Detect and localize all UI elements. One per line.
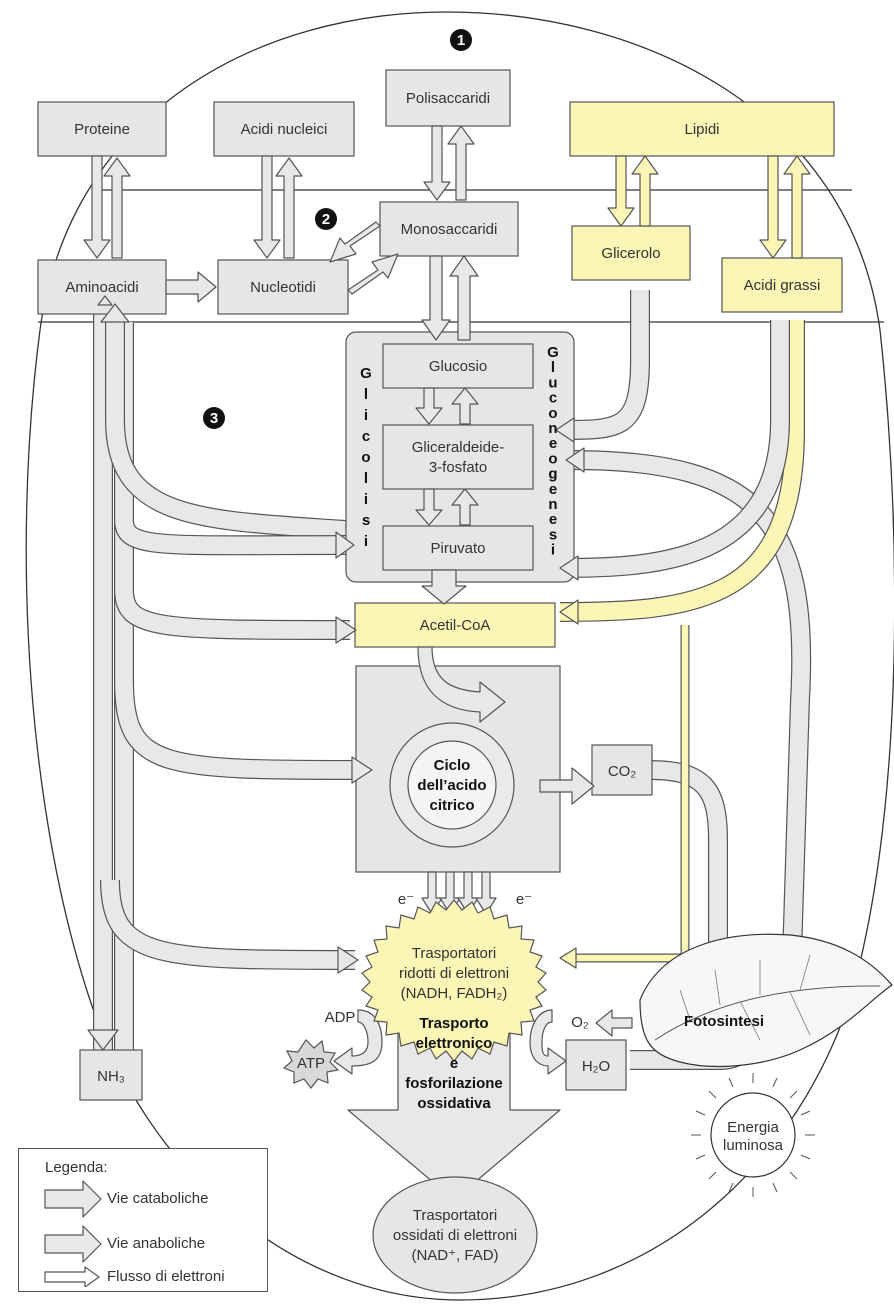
trasporto-line-5: ossidativa [417,1095,491,1112]
box-acidi-grassi [721,257,843,313]
box-glucosio [382,343,534,389]
box-polisaccaridi [385,69,511,127]
trasportatori-ossidati-ellipse [372,1176,538,1294]
glicolisi-letter: o [361,449,370,466]
legend-electrons: Flusso di elettroni [107,1268,225,1285]
ciclo-line-2: dell’acido [417,777,486,794]
gluconeogenesi-letter: o [548,405,557,422]
ciclo-line-1: Ciclo [434,757,471,774]
legend-catabolic: Vie cataboliche [107,1190,209,1207]
trasporto-line-4: fosforilazione [405,1075,503,1092]
box-acidi-nucleici [213,101,355,157]
label-gliceraldeide-1: Gliceraldeide- [412,439,505,456]
legend-arrows [44,1180,102,1287]
legend-anabolic: Vie anaboliche [107,1235,206,1252]
label-h2o: H₂O [582,1058,610,1075]
box-lipidi [569,101,835,157]
glicolisi-letter: s [362,512,370,529]
marker-2: 2 [322,211,330,228]
label-lipidi: Lipidi [684,121,719,138]
label-adp: ADP [325,1009,356,1026]
gluconeogenesi-letter: c [549,390,557,407]
label-acetil-coa: Acetil-CoA [420,617,491,634]
label-nh3: NH₃ [97,1068,125,1085]
gluconeogenesi-letter: l [551,359,555,376]
gluconeogenesi-letter: n [548,496,557,513]
gluconeogenesi-letter: n [548,420,557,437]
legend-anabolic-arrow [44,1225,102,1263]
box-glicerolo [571,225,691,281]
label-o2: O₂ [571,1014,589,1031]
ridotti-line-3: (NADH, FADH₂) [401,985,508,1002]
ridotti-line-1: Trasportatori [412,945,496,962]
glicolisi-letter: l [364,470,368,487]
electron-left: e⁻ [398,891,414,908]
box-piruvato [382,525,534,571]
gluconeogenesi-letter: e [549,511,557,528]
gluconeogenesi-letter: G [547,344,559,361]
gluconeogenesi-letter: e [549,435,557,452]
label-aminoacidi: Aminoacidi [65,279,138,296]
glicolisi-letter: l [364,386,368,403]
label-nucleotidi: Nucleotidi [250,279,316,296]
energia-line-2: luminosa [723,1137,784,1154]
gluconeogenesi-letter: o [548,450,557,467]
sun [691,1073,815,1197]
ossidati-line-3: (NAD⁺, FAD) [411,1247,498,1264]
label-piruvato: Piruvato [430,540,485,557]
ciclo-line-3: citrico [429,797,474,814]
label-atp: ATP [297,1055,325,1072]
marker-3: 3 [210,410,218,427]
legend-title: Legenda: [45,1159,108,1176]
cell-membrane [25,11,894,1301]
marker-1: 1 [457,32,465,49]
box-acetil-coa [354,602,556,648]
glicolisi-letter: i [364,491,368,508]
box-h2o [565,1039,627,1091]
box-monosaccaridi [379,201,519,257]
gluconeogenesi-letter: e [549,481,557,498]
box-gliceraldeide [382,424,534,490]
label-gliceraldeide-2: 3-fosfato [429,459,487,476]
gluconeogenesi-letter: g [548,466,557,483]
gluconeogenesi-letter: i [551,542,555,559]
trasporto-line-1: Trasporto [419,1015,488,1032]
electron-right: e⁻ [516,891,532,908]
glicolisi-letter: c [362,428,370,445]
atp-burst [282,1039,340,1089]
legend-catabolic-arrow [44,1180,102,1218]
glicolisi-letter: i [364,533,368,550]
gluconeogenesi-letter: u [548,374,557,391]
ossidati-line-2: ossidati di elettroni [393,1227,517,1244]
energia-line-1: Energia [727,1119,779,1136]
glicolisi-letter: G [360,365,372,382]
label-co2: CO₂ [608,763,637,780]
yellow-pipes [559,320,805,963]
legend-electron-arrow [44,1266,100,1287]
label-acidi-grassi: Acidi grassi [744,277,821,294]
leaf [639,933,893,1068]
fotosintesi-label: Fotosintesi [684,1013,764,1030]
ridotti-line-2: ridotti di elettroni [399,965,509,982]
legend: Legenda: Vie cataboliche Vie anaboliche … [18,1148,268,1292]
box-nucleotidi [217,259,349,315]
ossidati-line-1: Trasportatori [413,1207,497,1224]
label-polisaccaridi: Polisaccaridi [406,90,490,107]
label-proteine: Proteine [74,121,130,138]
trasporto-line-2: elettronico [416,1035,493,1052]
label-acidi-nucleici: Acidi nucleici [241,121,328,138]
label-glicerolo: Glicerolo [601,245,660,262]
trasporto-line-3: e [450,1055,458,1072]
box-co2 [591,744,653,796]
label-glucosio: Glucosio [429,358,487,375]
glicolisi-letter: i [364,407,368,424]
box-nh3 [79,1049,143,1101]
gluconeogenesi-letter: s [549,526,557,543]
label-monosaccaridi: Monosaccaridi [401,221,498,238]
